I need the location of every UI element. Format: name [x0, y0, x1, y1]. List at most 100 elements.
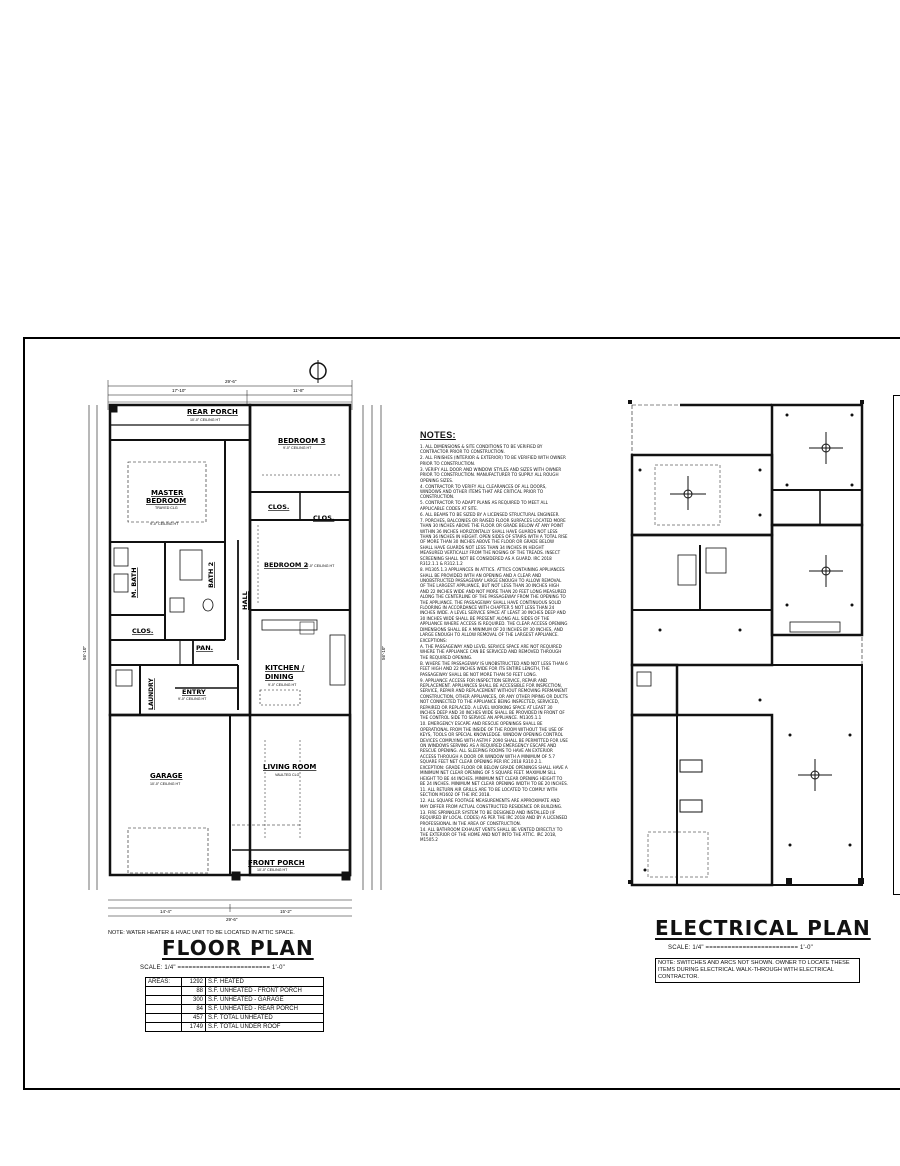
- table-row: 84 S.F. UNHEATED - REAR PORCH: [145, 1004, 324, 1014]
- table-row: AREAS: 1292 S.F. HEATED: [145, 977, 324, 987]
- light-icon: [658, 628, 662, 632]
- electrical-plan-scale: SCALE:: [668, 945, 813, 951]
- garage-label: GARAGE: [150, 772, 183, 780]
- area-label: [145, 1004, 182, 1014]
- light-icon: [848, 843, 852, 847]
- clos-label-3: CLOS.: [132, 627, 153, 635]
- area-value: 457: [181, 1013, 206, 1023]
- electrical-plan-scale-label: SCALE:: [668, 945, 813, 951]
- room-labels: REAR PORCH 10'-0" CEILING HT MASTER BEDR…: [130, 408, 335, 872]
- light-icon: [788, 733, 792, 737]
- light-icon: [738, 628, 742, 632]
- table-row: 457 S.F. TOTAL UNHEATED: [145, 1013, 324, 1023]
- bedroom2-ceiling: 9'-0" CEILING HT: [306, 564, 335, 568]
- clos-label-1: CLOS.: [268, 503, 289, 511]
- area-desc: S.F. UNHEATED - REAR PORCH: [205, 1004, 324, 1014]
- area-label: [145, 986, 182, 996]
- entry-ceiling: 9'-0" CEILING HT: [178, 697, 207, 701]
- bottom-overall-dim: 29'-6": [226, 917, 238, 922]
- area-value: 300: [181, 995, 206, 1005]
- exterior-light-icon: [860, 400, 864, 404]
- note-item: A. THE PASSAGEWAY AND LEVEL SERVICE SPAC…: [420, 643, 562, 660]
- area-value: 88: [181, 986, 206, 996]
- title-block-edge: [893, 395, 900, 895]
- light-icon: [785, 413, 789, 417]
- area-value: 1749: [181, 1022, 206, 1032]
- front-porch-ceiling: 10'-0" CEILING HT: [257, 868, 288, 872]
- note-item: 13. FIRE SPRINKLER SYSTEM TO BE DESIGNED…: [420, 809, 568, 826]
- sheet-border: [23, 337, 900, 1090]
- ceiling-fan-icon: [809, 555, 843, 587]
- bottom-dim-a: 14'-4": [160, 909, 172, 914]
- light-icon: [638, 468, 642, 472]
- note-item: 14. ALL BATHROOM EXHAUST VENTS SHALL BE …: [420, 826, 563, 843]
- bath2-label: BATH 2: [207, 562, 215, 588]
- ceiling-fans: [670, 432, 843, 791]
- master-bedroom-trayed: TRAYED CLG: [155, 506, 178, 510]
- area-label: [145, 1022, 182, 1032]
- laundry-label: LAUNDRY: [148, 678, 155, 710]
- note-item: 3. VERIFY ALL DOOR AND WINDOW STYLES AND…: [420, 466, 562, 483]
- exterior-light-icon: [858, 878, 864, 884]
- rear-porch-label: REAR PORCH: [187, 408, 238, 416]
- garage-ceiling: 10'-0" CEILING HT: [150, 782, 181, 786]
- m-bath-label: M. BATH: [130, 567, 138, 598]
- rear-porch-ceiling: 10'-0" CEILING HT: [190, 418, 221, 422]
- note-item: 1. ALL DIMENSIONS & SITE CONDITIONS TO B…: [420, 444, 543, 455]
- floor-plan-scale-label: SCALE:: [140, 965, 285, 971]
- living-room-vaulted: VAULTED CLG: [275, 773, 300, 777]
- note-item: 6. ALL BEAMS TO BE SIZED BY A LICENSED S…: [420, 511, 560, 517]
- pantry-label: PAN.: [196, 644, 213, 652]
- left-side-dim: 56'-10": [82, 646, 87, 660]
- exterior-light-icon: [628, 400, 632, 404]
- overall-width-dim: 29'-6": [225, 379, 237, 384]
- light-icon: [788, 843, 792, 847]
- electrical-plan-title: ELECTRICAL PLAN: [655, 916, 871, 940]
- floor-plan-note: NOTE: WATER HEATER & HVAC UNIT TO BE LOC…: [108, 930, 295, 936]
- master-bedroom-label-2: BEDROOM: [146, 497, 186, 505]
- area-value: 84: [181, 1004, 206, 1014]
- light-fixtures: [628, 400, 864, 884]
- light-icon: [848, 733, 852, 737]
- ceiling-fan-icon: [670, 476, 706, 510]
- light-icon: [643, 868, 647, 872]
- right-top-dim: 11'-8": [293, 388, 305, 393]
- note-item: 5. CONTRACTOR TO ADAPT PLANS AS REQUIRED…: [420, 500, 548, 511]
- dimension-labels: 29'-6" 17'-10" 11'-8" 14'-4" 15'-2" 29'-…: [82, 379, 386, 922]
- floor-plan-title: FLOOR PLAN: [162, 936, 314, 960]
- kitchen-label-2: DINING: [265, 673, 294, 681]
- left-top-dim: 17'-10": [172, 388, 186, 393]
- light-icon: [850, 413, 854, 417]
- bedroom3-ceiling: 9'-0" CEILING HT: [283, 446, 312, 450]
- ceiling-fan-icon: [809, 432, 843, 464]
- table-row: 300 S.F. UNHEATED - GARAGE: [145, 995, 324, 1005]
- light-icon: [785, 483, 789, 487]
- exterior-light-icon: [786, 878, 792, 884]
- entry-label: ENTRY: [182, 688, 206, 696]
- area-label: AREAS:: [145, 977, 182, 987]
- light-icon: [850, 483, 854, 487]
- light-icon: [758, 513, 762, 517]
- kitchen-label-1: KITCHEN /: [265, 664, 305, 672]
- note-item: 2. ALL FINISHES (INTERIOR & EXTERIOR) TO…: [420, 455, 566, 466]
- area-desc: S.F. TOTAL UNDER ROOF: [205, 1022, 324, 1032]
- light-icon: [758, 468, 762, 472]
- kitchen-ceiling: 9'-0" CEILING HT: [268, 683, 297, 687]
- living-room-label: LIVING ROOM: [263, 763, 316, 771]
- front-porch-label: FRONT PORCH: [248, 859, 305, 867]
- note-item: 8. M1305.1.3 APPLIANCES IN ATTICS. ATTIC…: [420, 567, 568, 637]
- ceiling-fan-icon: [798, 759, 832, 791]
- notes-list: 1. ALL DIMENSIONS & SITE CONDITIONS TO B…: [420, 444, 568, 843]
- bottom-dim-b: 15'-2": [280, 909, 292, 914]
- note-item: 7. PORCHES, BALCONIES OR RAISED FLOOR SU…: [420, 517, 568, 567]
- area-label: [145, 1013, 182, 1023]
- area-desc: S.F. HEATED: [205, 977, 324, 987]
- notes-block: NOTES: 1. ALL DIMENSIONS & SITE CONDITIO…: [420, 430, 568, 900]
- hall-label: HALL: [241, 591, 249, 610]
- note-item: 12. ALL SQUARE FOOTAGE MEASUREMENTS ARE …: [420, 798, 563, 809]
- note-item: B. WHERE THE PASSAGEWAY IS UNOBSTRUCTED …: [420, 660, 568, 677]
- note-item: 4. CONTRACTOR TO VERIFY ALL CLEARANCES O…: [420, 483, 547, 500]
- bedroom2-label: BEDROOM 2: [264, 561, 308, 569]
